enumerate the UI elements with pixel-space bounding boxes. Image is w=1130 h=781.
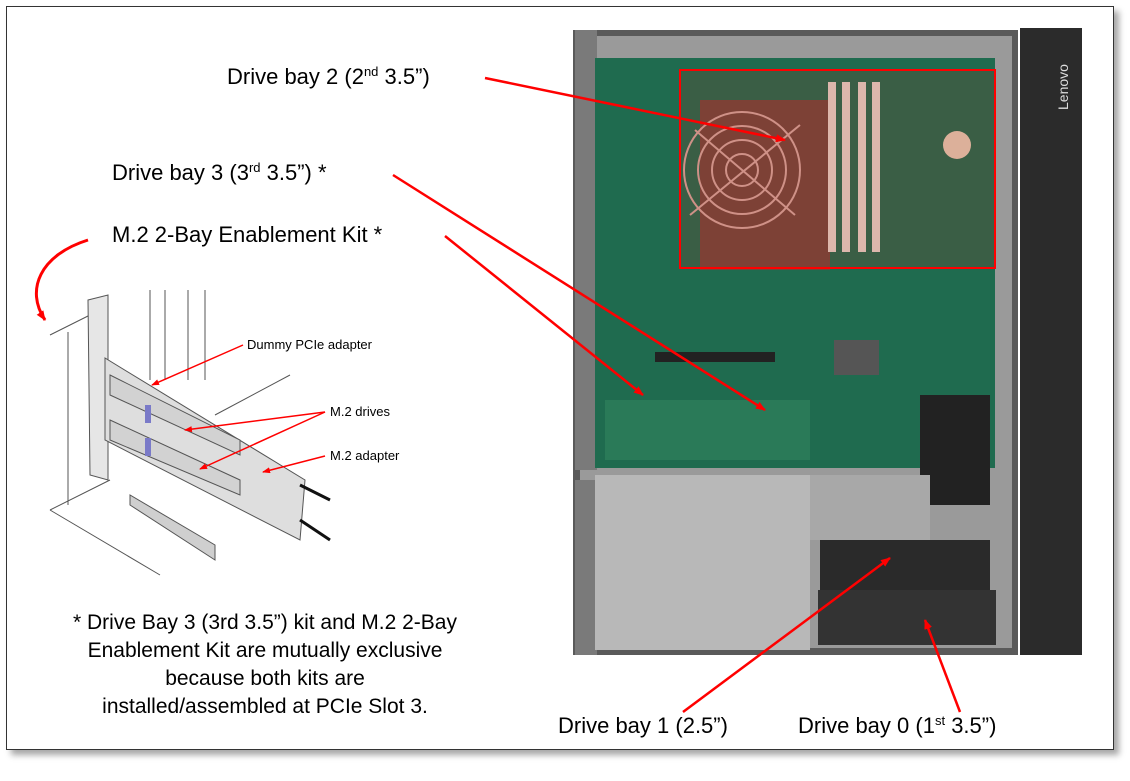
label-dummy-pcie-adapter: Dummy PCIe adapter	[247, 337, 373, 352]
label-m2-adapter: M.2 adapter	[330, 448, 400, 463]
svg-text:because both kits are: because both kits are	[165, 667, 365, 690]
label-m2-drives: M.2 drives	[330, 404, 390, 419]
m2-kit-illustration	[49, 290, 331, 576]
pcie-slot	[655, 352, 775, 362]
dimm-slots	[828, 82, 880, 252]
drive-bay-0-tray	[818, 590, 996, 645]
label-drive-bay-1: Drive bay 1 (2.5”)	[558, 713, 728, 738]
svg-text:* Drive Bay 3 (3rd 3.5”) kit a: * Drive Bay 3 (3rd 3.5”) kit and M.2 2-B…	[73, 611, 457, 634]
system-fan	[920, 395, 990, 505]
curved-arrow-icon	[35, 238, 89, 321]
chassis-photo: Lenovo	[573, 28, 1082, 655]
drive-bay-1-tray	[820, 540, 990, 590]
footnote: * Drive Bay 3 (3rd 3.5”) kit and M.2 2-B…	[73, 611, 457, 718]
label-drive-bay-2: Drive bay 2 (2nd 3.5”)	[227, 64, 430, 89]
callout-arrows	[392, 76, 962, 714]
label-m2-kit: M.2 2-Bay Enablement Kit *	[112, 222, 383, 247]
lenovo-logo: Lenovo	[1055, 64, 1071, 110]
inset-arrows	[151, 344, 326, 474]
m2-adapter-card	[605, 400, 810, 460]
front-bezel	[1020, 28, 1082, 655]
cpu-heatsink	[700, 100, 830, 270]
cmos-battery	[943, 131, 971, 159]
svg-text:Enablement Kit are mutually ex: Enablement Kit are mutually exclusive	[88, 639, 443, 662]
chipset-heatsink	[834, 340, 879, 375]
drive-bay-2-highlight	[679, 69, 996, 269]
label-drive-bay-3: Drive bay 3 (3rd 3.5”) *	[112, 160, 327, 185]
label-drive-bay-0: Drive bay 0 (1st 3.5”)	[798, 713, 996, 738]
svg-text:installed/assembled at PCIe Sl: installed/assembled at PCIe Slot 3.	[102, 695, 428, 718]
power-supply	[595, 475, 810, 650]
